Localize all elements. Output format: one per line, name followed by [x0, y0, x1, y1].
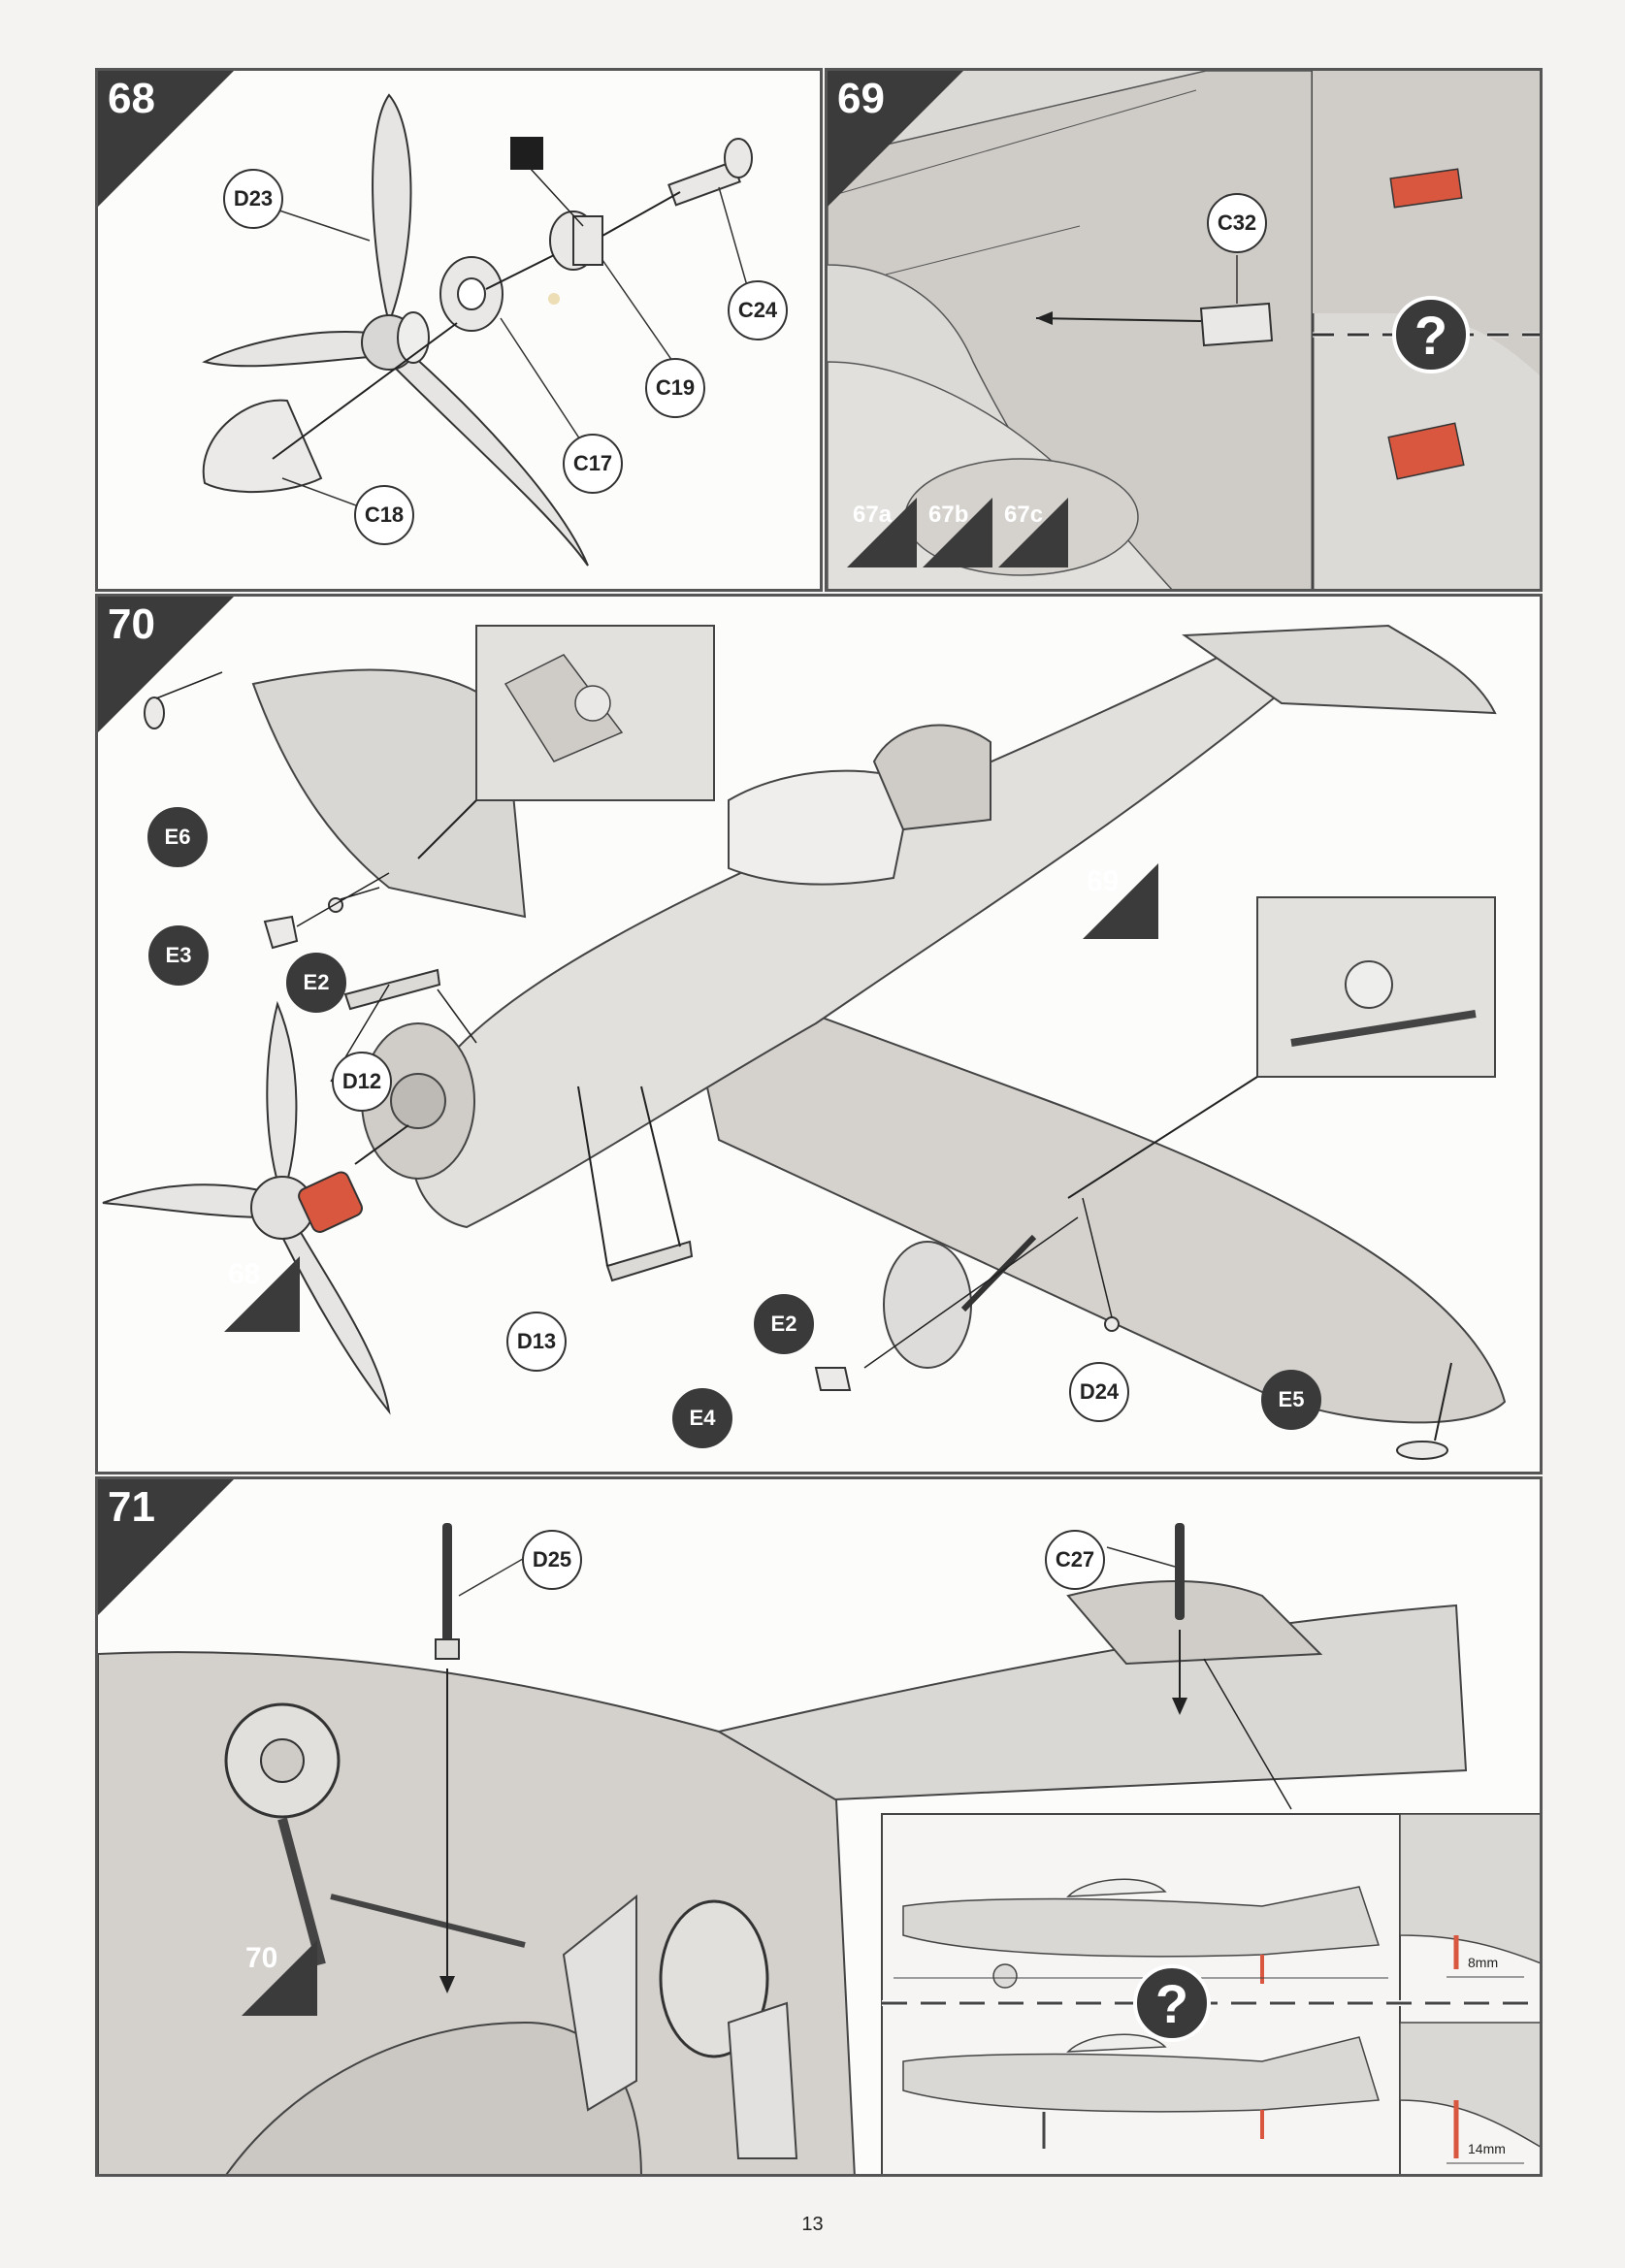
part-callout-e4: E4	[672, 1388, 732, 1448]
part-callout-d25: D25	[522, 1530, 582, 1590]
part-callout-d12: D12	[332, 1052, 392, 1112]
ref-step-69: 69	[1083, 863, 1158, 939]
part-callout-c18: C18	[354, 485, 414, 545]
step-69-panel: 69 C32 ? 67a 67b 67c	[825, 68, 1543, 592]
part-callout-e5: E5	[1261, 1370, 1321, 1430]
part-callout-e2-upper: E2	[286, 953, 346, 1013]
propeller-assembly-illustration	[202, 93, 753, 567]
part-callout-d24: D24	[1069, 1362, 1129, 1422]
part-callout-c17: C17	[563, 434, 623, 494]
step-68-number: 68	[98, 71, 244, 216]
part-callout-d13: D13	[506, 1312, 567, 1372]
step-71-panel: 71 D25 C27 70 ? 8mm 14mm	[95, 1476, 1543, 2177]
ref-step-67c: 67c	[998, 498, 1068, 567]
part-callout-c19: C19	[645, 358, 705, 418]
part-callout-e2-lower: E2	[754, 1294, 814, 1354]
measurement-14mm: 14mm	[1468, 2141, 1506, 2156]
ref-step-67b: 67b	[923, 498, 992, 567]
ref-step-67a: 67a	[847, 498, 917, 567]
step-69-number: 69	[828, 71, 973, 216]
aircraft-top-view-illustration	[102, 624, 1507, 1460]
question-mark-icon: ?	[1392, 296, 1470, 373]
ref-step-68: 68	[224, 1256, 300, 1332]
step-70-number: 70	[98, 597, 244, 742]
step-68-panel: 68 D23 C24 C19 C17 C18	[95, 68, 823, 592]
aircraft-underside-illustration	[98, 1523, 1540, 2174]
page-number: 13	[801, 2214, 824, 2235]
part-callout-c27: C27	[1045, 1530, 1105, 1590]
part-callout-e3: E3	[148, 925, 209, 986]
question-mark-icon: ?	[1133, 1964, 1211, 2042]
step-70-panel: 70 E6 E3 E2 D12 D13 E2 E4 D24 E5 69 68	[95, 594, 1543, 1474]
part-callout-d23: D23	[223, 169, 283, 229]
measurement-8mm: 8mm	[1468, 1955, 1499, 1970]
ref-step-70: 70	[242, 1940, 317, 2016]
part-callout-c24: C24	[728, 280, 788, 340]
part-callout-e6: E6	[147, 807, 208, 867]
step-71-number: 71	[98, 1479, 244, 1625]
part-callout-c32: C32	[1207, 193, 1267, 253]
